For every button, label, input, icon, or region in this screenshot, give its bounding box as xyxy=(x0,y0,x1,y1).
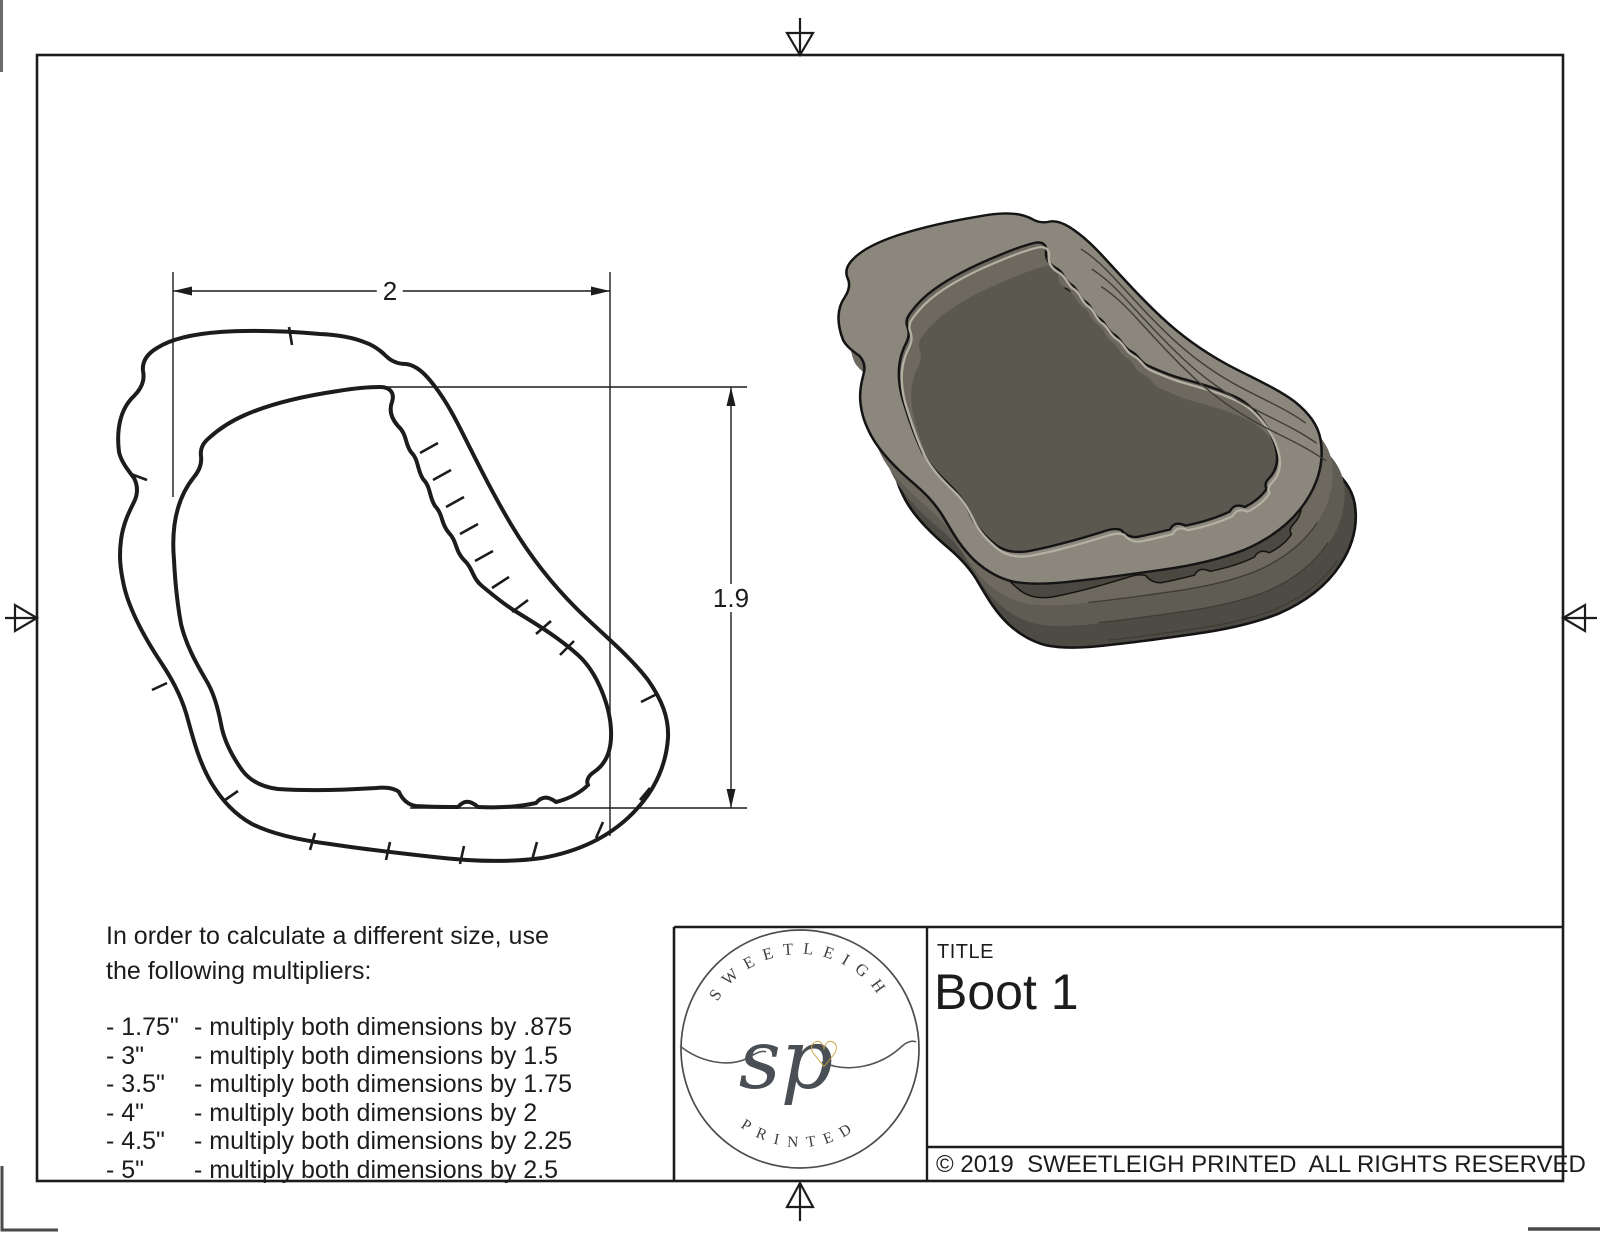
logo-heart-icon: ♡ xyxy=(808,1035,840,1076)
dimension-height-label: 1.9 xyxy=(706,584,756,612)
title-block-lines xyxy=(672,925,1563,1181)
multiplier-row: - 3" - multiply both dimensions by 1.5 xyxy=(106,1042,572,1071)
multiplier-row: - 5" - multiply both dimensions by 2.5 xyxy=(106,1156,572,1185)
center-mark-right xyxy=(1560,603,1597,633)
multiplier-row: - 4" - multiply both dimensions by 2 xyxy=(106,1099,572,1128)
multiplier-size: - 5" xyxy=(106,1155,145,1184)
sizing-note-line1: In order to calculate a different size, … xyxy=(106,922,549,950)
multiplier-list: - 1.75" - multiply both dimensions by .8… xyxy=(106,1013,572,1185)
multiplier-rule: - multiply both dimensions by 1.5 xyxy=(194,1041,559,1070)
center-mark-top xyxy=(785,18,815,58)
multiplier-size: - 4" xyxy=(106,1098,145,1127)
multiplier-size: - 3" xyxy=(106,1041,145,1070)
title-block-label: TITLE xyxy=(937,941,994,963)
boot-outline-drawing xyxy=(116,326,671,865)
multiplier-row: - 3.5" - multiply both dimensions by 1.7… xyxy=(106,1070,572,1099)
boot-cutter-3d-render xyxy=(832,168,1379,700)
sizing-note: In order to calculate a different size, … xyxy=(106,919,549,989)
boot-tick-marks xyxy=(130,326,658,865)
multiplier-rule: - multiply both dimensions by 2.5 xyxy=(194,1155,559,1184)
center-mark-bottom xyxy=(785,1180,815,1221)
multiplier-row: - 1.75" - multiply both dimensions by .8… xyxy=(106,1013,572,1042)
copyright-text: © 2019 SWEETLEIGH PRINTED ALL RIGHTS RES… xyxy=(936,1151,1586,1178)
sweetleigh-logo: SWEETLEIGH PRINTED sp ♡ xyxy=(679,929,920,1169)
multiplier-size: - 3.5" xyxy=(106,1070,165,1099)
multiplier-rule: - multiply both dimensions by 2 xyxy=(194,1098,538,1127)
registration-marks xyxy=(5,18,1597,1221)
multiplier-rule: - multiply both dimensions by 1.75 xyxy=(194,1070,572,1099)
boot-inner-outline xyxy=(171,385,614,810)
multiplier-rule: - multiply both dimensions by 2.25 xyxy=(194,1127,572,1156)
multiplier-size: - 4.5" xyxy=(106,1127,165,1156)
center-mark-left xyxy=(5,603,40,633)
dimension-arrows xyxy=(173,286,736,808)
multiplier-size: - 1.75" xyxy=(106,1013,179,1041)
multiplier-rule: - multiply both dimensions by .875 xyxy=(194,1013,572,1041)
dimension-width-label: 2 xyxy=(376,277,404,305)
sizing-note-line2: the following multipliers: xyxy=(106,957,372,985)
logo-circle xyxy=(680,929,920,1169)
logo-monogram: sp xyxy=(739,1013,834,1108)
logo-flourish-left xyxy=(679,1045,767,1064)
page-title: Boot 1 xyxy=(934,964,1079,1020)
multiplier-row: - 4.5" - multiply both dimensions by 2.2… xyxy=(106,1127,572,1156)
logo-flourish-right xyxy=(821,1040,917,1069)
